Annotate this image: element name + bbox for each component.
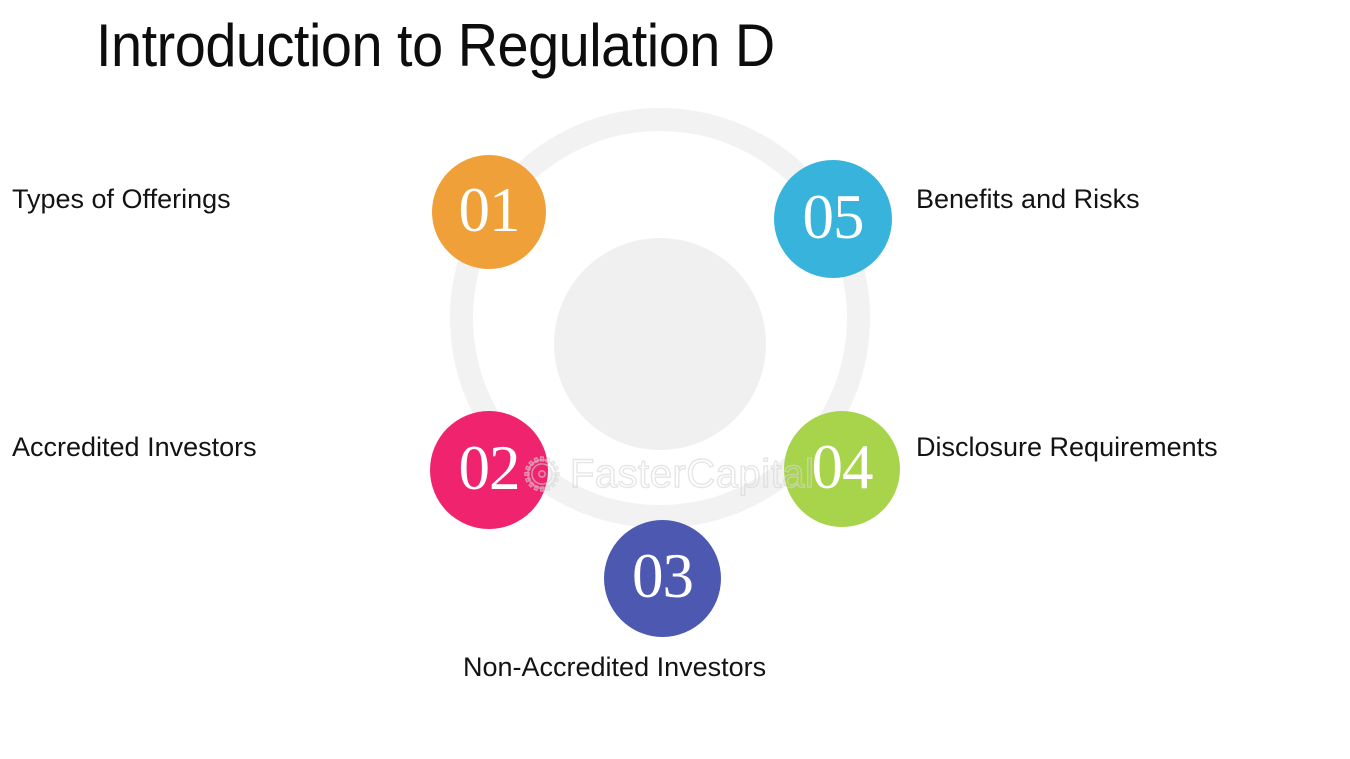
process-node-05[interactable]: 05 — [774, 160, 892, 278]
process-node-02[interactable]: 02 — [430, 411, 548, 529]
process-node-02-label: Accredited Investors — [12, 432, 257, 462]
process-node-05-label: Benefits and Risks — [916, 184, 1140, 214]
process-node-04-label: Disclosure Requirements — [916, 432, 1218, 462]
page-title: Introduction to Regulation D — [96, 12, 775, 79]
process-node-04-number: 04 — [811, 431, 874, 502]
process-node-04[interactable]: 04 — [784, 411, 900, 527]
process-node-03-number: 03 — [632, 541, 694, 611]
process-node-02-number: 02 — [458, 432, 521, 503]
process-node-01-label: Types of Offerings — [12, 184, 231, 214]
process-node-01[interactable]: 01 — [432, 155, 546, 269]
process-node-01-number: 01 — [458, 174, 521, 245]
process-node-03[interactable]: 03 — [604, 520, 721, 637]
diagram-inner-disc — [554, 238, 766, 450]
process-node-03-label: Non-Accredited Investors — [463, 652, 767, 682]
process-node-05-number: 05 — [802, 181, 865, 252]
